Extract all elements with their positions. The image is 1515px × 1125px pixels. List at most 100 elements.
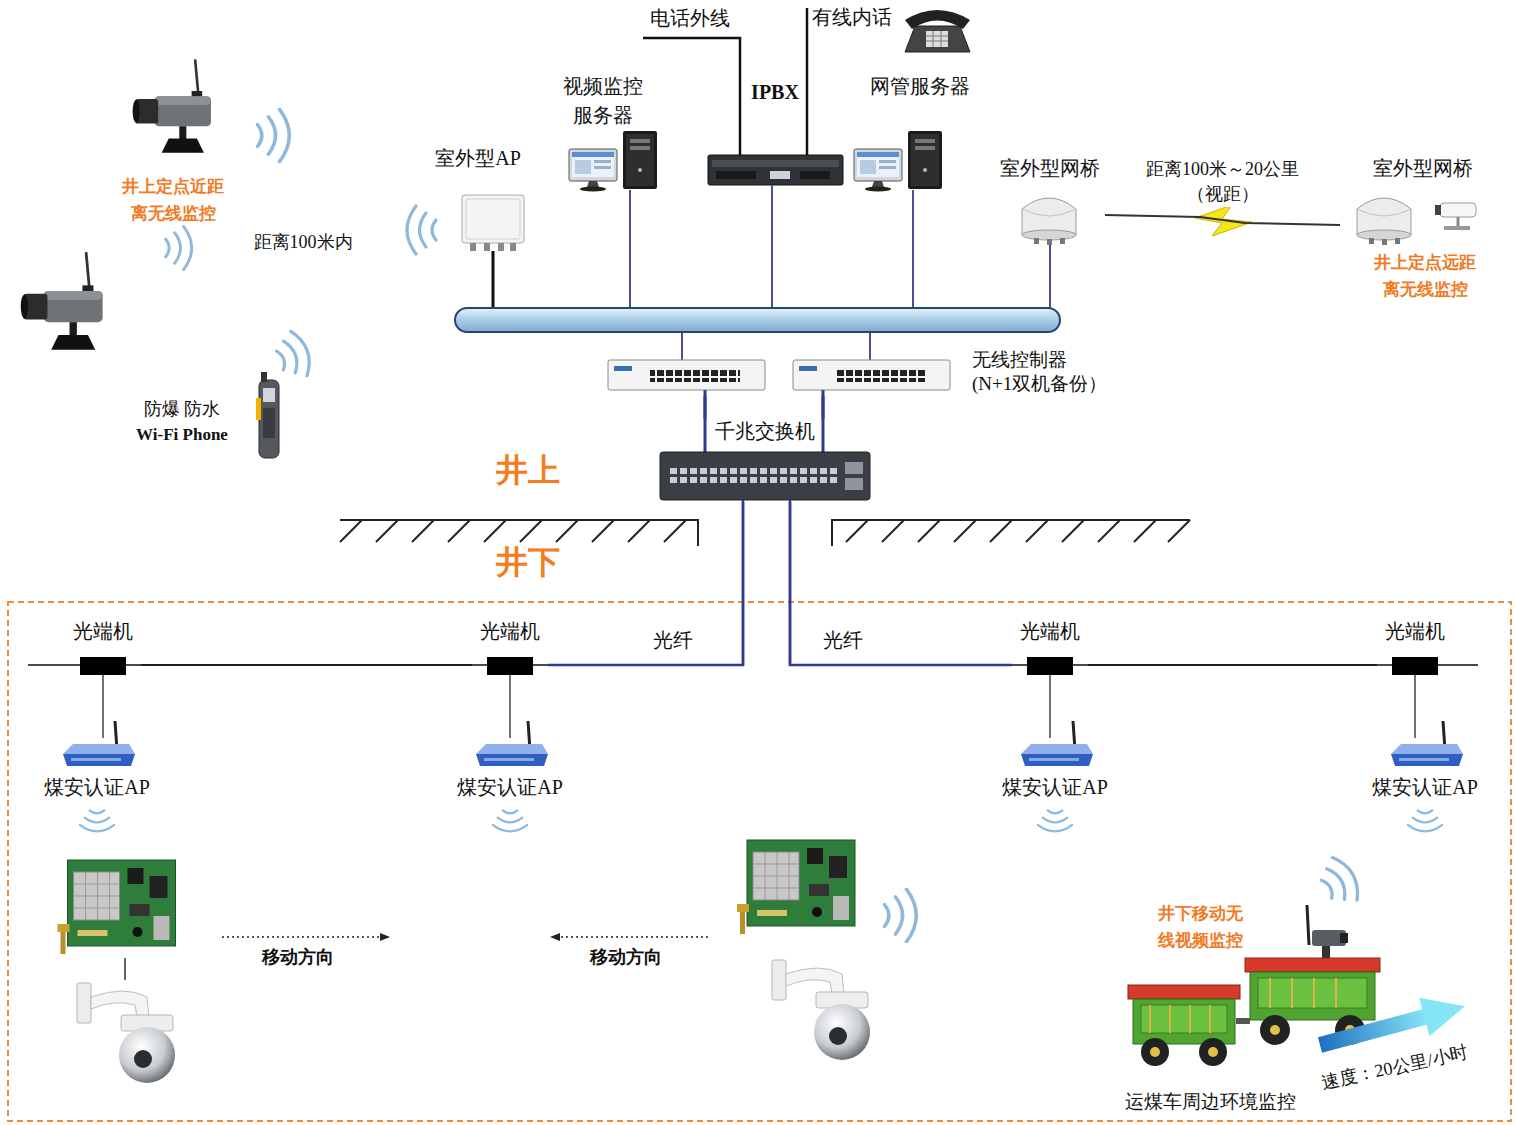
motion-arrow <box>550 933 560 941</box>
fiber-line <box>28 664 1478 666</box>
bullet-camera <box>1444 226 1470 230</box>
fiber-label: 光纤 <box>823 628 863 652</box>
callout-label: 井上定点近距离无线监控 <box>119 173 227 227</box>
desk-phone <box>905 26 970 52</box>
wifi-phone <box>261 372 267 382</box>
controller-group: 无线控制器 (N+1双机备份） <box>600 348 1145 396</box>
access-point-box: 室外型AP <box>423 146 533 252</box>
router-icon <box>1021 721 1093 766</box>
ipbx-device <box>712 160 839 167</box>
motion-arrow <box>380 933 390 941</box>
wifi-phone <box>256 398 261 420</box>
callout-label: 井下移动无线视频监控 <box>1154 900 1246 954</box>
mobile-cameras <box>124 958 126 980</box>
desk-phone <box>905 10 970 29</box>
connector <box>141 664 472 666</box>
coal-train <box>1150 1047 1160 1057</box>
ground-line <box>340 520 1190 546</box>
coal-train <box>1199 1038 1227 1066</box>
ipbx-device <box>770 171 790 179</box>
node-label: 煤安认证AP <box>1355 774 1495 800</box>
controllers <box>835 370 925 382</box>
wireless-board <box>737 840 855 934</box>
motion-arrow <box>558 936 708 938</box>
underground-region <box>8 602 1511 1121</box>
bridge-box: 室外型网桥 <box>995 156 1105 246</box>
wifi-waves <box>1038 810 1073 831</box>
speed-label: 速度：20公里/小时 <box>1320 1042 1470 1094</box>
connector <box>548 502 743 665</box>
backbone <box>492 251 495 308</box>
dome-camera <box>772 960 870 1060</box>
optical-terminal: 光端机 <box>472 619 548 675</box>
coal-train <box>1270 978 1336 1008</box>
node-label: 室外型AP <box>423 146 533 170</box>
line-label: 电话外线 <box>650 6 730 30</box>
switch-device <box>668 466 838 484</box>
mine-ap: 煤安认证AP <box>985 738 1125 800</box>
ground-line <box>846 520 1190 542</box>
connector <box>790 502 1012 665</box>
connector <box>1049 675 1050 738</box>
node-label: 煤安认证AP <box>27 774 167 800</box>
servers <box>569 131 942 192</box>
zone-label: 井下 <box>496 543 560 581</box>
desk-phone <box>926 31 948 47</box>
bridge-box: 室外型网桥 <box>1340 156 1505 246</box>
node-label: 煤安认证AP <box>440 774 580 800</box>
node-label: 光端机 <box>1377 619 1453 643</box>
router-icon <box>476 721 548 766</box>
wifi-waves <box>166 226 192 269</box>
wireless-camera <box>133 59 211 152</box>
bullet-camera <box>1435 205 1441 215</box>
coal-train <box>1141 1005 1227 1033</box>
mobile-cameras <box>58 840 917 1083</box>
ipbx-device <box>800 171 830 179</box>
speed-arrow <box>1419 987 1470 1037</box>
switch-device <box>660 452 870 500</box>
node-label: 煤安认证AP <box>985 774 1125 800</box>
coal-train <box>1307 905 1309 945</box>
optical-terminal-box <box>1392 657 1438 675</box>
zone-label: 井上 <box>496 451 560 489</box>
router-icon <box>63 721 135 766</box>
wifi-waves <box>1408 810 1443 831</box>
wifi-phone <box>259 380 279 458</box>
connector <box>822 396 825 419</box>
desk-phone <box>905 10 970 52</box>
caption-label: 运煤车周边环境监控 <box>1125 1091 1296 1114</box>
wifi-phone <box>263 388 275 402</box>
mine-ap: 煤安认证AP <box>440 738 580 800</box>
coal-train <box>1258 978 1367 1008</box>
connector <box>1088 664 1377 666</box>
wifi-waves <box>493 810 528 831</box>
callout-label: 井上定点远距离无线监控 <box>1371 249 1479 303</box>
switch-box: 千兆交换机 <box>655 419 875 502</box>
switch-device <box>845 462 863 474</box>
wifi-phone <box>263 408 275 438</box>
ipbx-device <box>643 8 843 185</box>
wifi-waves <box>884 889 916 942</box>
backbone <box>682 332 870 360</box>
optical-terminal: 光端机 <box>65 619 141 675</box>
device-label: Wi-Fi Phone <box>136 425 228 445</box>
outdoor-ap <box>407 195 524 254</box>
monitor-icon <box>569 149 617 192</box>
router-icon <box>1391 721 1463 766</box>
dome-camera <box>77 983 175 1083</box>
backbone <box>455 185 1060 360</box>
outdoor-ap-icon <box>462 195 524 251</box>
mine-ap: 煤安认证AP <box>1355 738 1495 800</box>
connector <box>1414 675 1415 738</box>
wifi-waves <box>80 810 115 831</box>
server-tower <box>908 131 942 189</box>
ipbx-box: IPBX <box>745 80 805 185</box>
distance-label: 距离100米内 <box>254 232 353 254</box>
node-label: 无线控制器 (N+1双机备份） <box>972 348 1145 396</box>
network-bus <box>455 308 1060 332</box>
wifi-waves <box>257 109 289 162</box>
bridge-icon <box>1022 198 1076 245</box>
connector <box>704 396 707 419</box>
controllers <box>799 366 817 371</box>
